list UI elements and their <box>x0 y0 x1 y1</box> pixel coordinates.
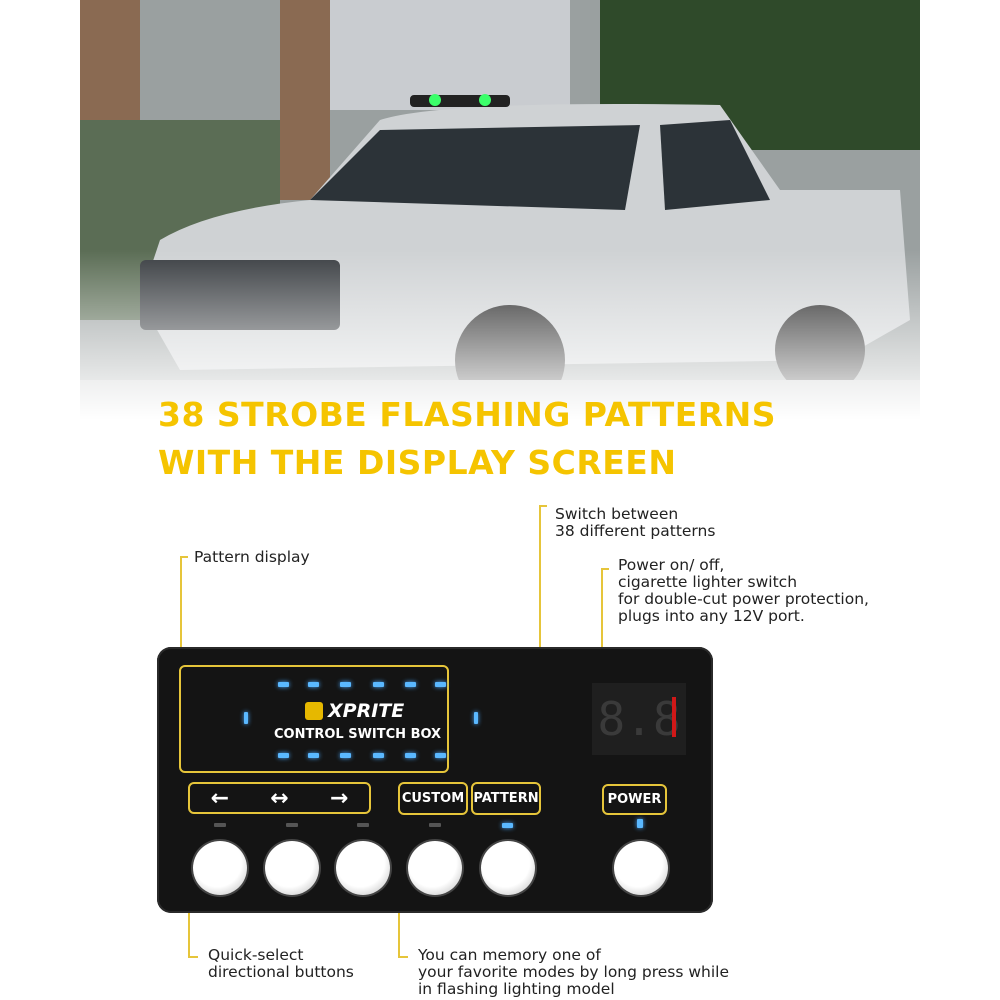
xprite-logo-icon <box>305 702 323 720</box>
pattern-display-box <box>179 665 449 773</box>
led <box>405 753 416 758</box>
indicator <box>214 823 226 827</box>
pattern-label: PATTERN <box>471 782 541 815</box>
arrow-left-icon: ← <box>210 785 230 811</box>
right-button[interactable] <box>336 841 390 895</box>
indicator <box>286 823 298 827</box>
device-name: CONTROL SWITCH BOX <box>274 727 442 742</box>
pattern-indicator <box>502 823 513 828</box>
photo-fade <box>0 250 1000 450</box>
headline-line1: 38 STROBE FLASHING PATTERNS <box>158 395 777 434</box>
display-value: 8.8 <box>597 692 681 746</box>
headline-line2: WITH THE DISPLAY SCREEN <box>158 443 677 482</box>
callout-line <box>180 556 182 666</box>
callout-tick <box>601 568 609 570</box>
both-directions-button[interactable] <box>265 841 319 895</box>
indicator <box>357 823 369 827</box>
led <box>435 682 446 687</box>
led <box>308 682 319 687</box>
display-lit-segment <box>672 697 676 737</box>
left-button[interactable] <box>193 841 247 895</box>
indicator <box>429 823 441 827</box>
led <box>278 753 289 758</box>
callout-tick <box>398 956 408 958</box>
power-button[interactable] <box>614 841 668 895</box>
pattern-button[interactable] <box>481 841 535 895</box>
led <box>244 712 248 724</box>
led <box>308 753 319 758</box>
power-label: POWER <box>602 784 667 815</box>
power-indicator <box>637 819 643 828</box>
callout-tick <box>188 956 198 958</box>
custom-label: CUSTOM <box>398 782 468 815</box>
callout-quick-select: Quick-select directional buttons <box>208 946 354 981</box>
led <box>435 753 446 758</box>
direction-labels: ← ↔ → <box>188 782 371 814</box>
led <box>340 682 351 687</box>
led <box>474 712 478 724</box>
callout-power: Power on/ off, cigarette lighter switch … <box>618 556 869 625</box>
led <box>373 682 384 687</box>
arrow-left-right-icon: ↔ <box>270 785 289 811</box>
led <box>278 682 289 687</box>
seven-segment-display: 8.8 <box>592 683 686 755</box>
led <box>340 753 351 758</box>
arrow-right-icon: → <box>329 785 349 811</box>
callout-tick <box>539 505 547 507</box>
brand-logo: XPRITE <box>305 700 404 722</box>
custom-button[interactable] <box>408 841 462 895</box>
callout-custom-memory: You can memory one of your favorite mode… <box>418 946 730 998</box>
callout-pattern-display: Pattern display <box>194 548 310 566</box>
led <box>373 753 384 758</box>
callout-tick <box>180 556 188 558</box>
callout-switch-patterns: Switch between 38 different patterns <box>555 505 716 540</box>
brand-name: XPRITE <box>328 700 405 722</box>
led <box>405 682 416 687</box>
